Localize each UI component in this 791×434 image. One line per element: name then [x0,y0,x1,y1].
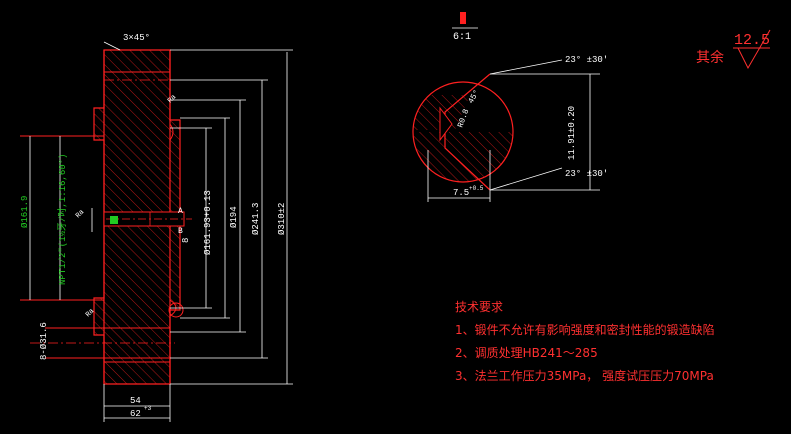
hole-label-a: A [178,207,183,216]
thread-label: NPT1/2"(1½牙/吋,1:16,60°) [57,154,68,285]
diameter-194-label: Ø194 [229,206,239,228]
depth-label: 8 [181,238,191,243]
diameter-241-label: Ø241.3 [251,203,261,235]
flange-labels: 3×45° Ø161.9 NPT1/2"(1½牙/吋,1:16,60°) Ø16… [20,33,287,419]
roughness-mark-1: Ra [166,94,178,106]
hole-label-b: B [178,227,183,236]
note-item-1: 1、锻件不允许有影响强度和密封性能的锻造缺陷 [455,323,715,337]
roughness-prefix: 其余 [696,49,724,67]
roughness-value: 12.5 [734,32,770,49]
angle-top-label: 23° ±30′ [565,55,608,65]
flange-dimensions [29,41,293,422]
counterbore-diameter-label: Ø161.93+0.13 [203,190,213,255]
notes-title: 技术要求 [455,300,504,314]
roughness-mark-3: Ra [74,209,86,221]
ring-groove-top [169,123,174,141]
diameter-310-label: Ø310±2 [277,203,287,235]
detail-view: 6:1 23° ±30′ 23° ±30′ 11.91±0.20 R0.8 45… [412,12,608,202]
note-item-3: 3、法兰工作压力35MPa， 强度试压压力70MPa [455,369,714,383]
width-label: 7.5 [453,188,469,198]
bolt-hole-label: 8-Ø31.6 [39,322,49,360]
width-54-label: 54 [130,396,141,406]
detail-scale: 6:1 [453,32,471,43]
roughness-symbol: 其余 12.5 [696,29,771,70]
flange-section-view [20,49,192,385]
width-62-label: 62 [130,409,141,419]
chamfer-label: 3×45° [123,33,150,43]
width-62-tolerance: +3 [144,405,152,412]
technical-requirements: 技术要求 1、锻件不允许有影响强度和密封性能的锻造缺陷 2、调质处理HB241～… [455,296,715,388]
bore-diameter-label: Ø161.9 [20,196,30,228]
angle-bottom-label: 23° ±30′ [565,169,608,179]
width-tolerance: +0.5 [469,185,484,192]
detail-marker [460,12,466,24]
note-item-2: 2、调质处理HB241～285 [455,346,598,360]
roughness-mark-2: Ra [84,308,96,320]
height-label: 11.91±0.20 [567,106,577,160]
